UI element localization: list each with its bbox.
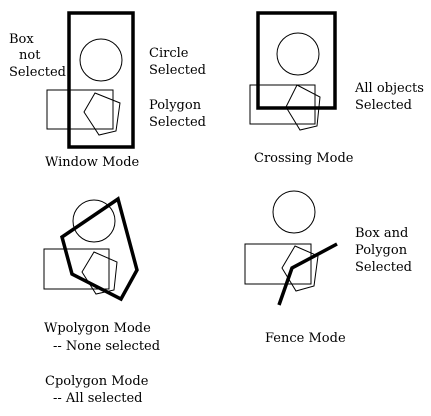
circle-label-line-1: Circle: [149, 46, 189, 61]
box-label-line-3: Selected: [9, 65, 66, 80]
window-box: [46, 89, 114, 130]
wpolygon-fence: [59, 196, 139, 302]
crossing-result-line-1: All objects: [355, 81, 424, 96]
wpolygon-mode-panel: [43, 196, 139, 302]
crossing-polygon: [285, 84, 321, 131]
window-circle: [79, 38, 123, 82]
wpolygon-result: -- None selected: [53, 339, 161, 354]
crossing-mode-panel: [249, 11, 337, 131]
wpolygon-box: [43, 248, 110, 290]
fence-line: [277, 242, 338, 306]
box-label-line-1: Box: [9, 32, 34, 47]
fence-result-line-2: Polygon: [355, 243, 408, 258]
fence-mode-title: Fence Mode: [265, 331, 346, 346]
crossing-circle: [276, 32, 320, 76]
fence-result-line-3: Selected: [355, 260, 412, 275]
fence-box: [244, 243, 312, 285]
circle-label-line-2: Selected: [149, 63, 206, 78]
crossing-box: [249, 84, 316, 125]
window-mode-title: Window Mode: [45, 155, 140, 170]
window-polygon: [83, 92, 121, 136]
cpolygon-mode-title: Cpolygon Mode: [45, 374, 149, 389]
cpolygon-result: -- All selected: [53, 391, 143, 406]
crossing-mode-title: Crossing Mode: [254, 151, 354, 166]
fence-circle: [272, 190, 316, 234]
crossing-window: [256, 11, 337, 110]
window-mode-panel: [46, 11, 135, 149]
polygon-label-line-2: Selected: [149, 115, 206, 130]
fence-mode-panel: [244, 190, 338, 306]
selection-window: [67, 11, 135, 149]
polygon-label-line-1: Polygon: [149, 98, 202, 113]
box-label-line-2: not: [19, 48, 41, 63]
crossing-result-line-2: Selected: [355, 98, 412, 113]
wpolygon-circle: [72, 199, 116, 243]
fence-result-line-1: Box and: [355, 226, 409, 241]
wpolygon-mode-title: Wpolygon Mode: [44, 321, 151, 336]
